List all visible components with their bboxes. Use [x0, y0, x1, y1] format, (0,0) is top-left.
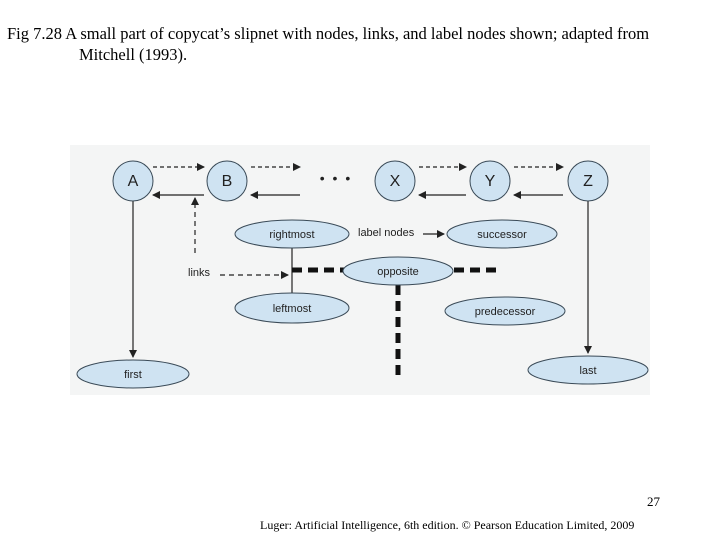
figure-caption: Fig 7.28 A small part of copycat’s slipn…	[7, 24, 650, 64]
ellipsis: • • •	[320, 170, 352, 186]
footer-citation: Luger: Artificial Intelligence, 6th edit…	[260, 518, 635, 532]
node-first: first	[76, 359, 190, 389]
letter-node-y: Y	[469, 160, 511, 202]
slipnet-diagram: A B • • • X Y Z rightmost successor	[70, 145, 650, 395]
links-annotation: links	[188, 267, 211, 279]
node-predecessor: predecessor	[444, 296, 566, 326]
letter-node-a: A	[112, 160, 154, 202]
node-last: last	[527, 355, 649, 385]
svg-text:leftmost: leftmost	[273, 303, 312, 315]
svg-text:first: first	[124, 369, 142, 381]
svg-text:B: B	[222, 173, 233, 190]
node-successor: successor	[446, 219, 558, 249]
svg-text:predecessor: predecessor	[475, 306, 536, 318]
svg-text:X: X	[390, 173, 401, 190]
svg-text:last: last	[579, 365, 596, 377]
svg-text:Z: Z	[583, 173, 593, 190]
node-leftmost: leftmost	[234, 292, 350, 324]
letter-node-x: X	[374, 160, 416, 202]
svg-text:opposite: opposite	[377, 266, 419, 278]
letter-node-b: B	[206, 160, 248, 202]
page-number: 27	[647, 494, 660, 509]
label-nodes-annotation: label nodes	[358, 227, 415, 239]
letter-node-z: Z	[567, 160, 609, 202]
svg-text:A: A	[128, 173, 139, 190]
svg-text:rightmost: rightmost	[269, 229, 314, 241]
node-rightmost: rightmost	[234, 219, 350, 249]
svg-text:successor: successor	[477, 229, 527, 241]
svg-text:Y: Y	[485, 173, 496, 190]
node-opposite: opposite	[342, 256, 454, 286]
